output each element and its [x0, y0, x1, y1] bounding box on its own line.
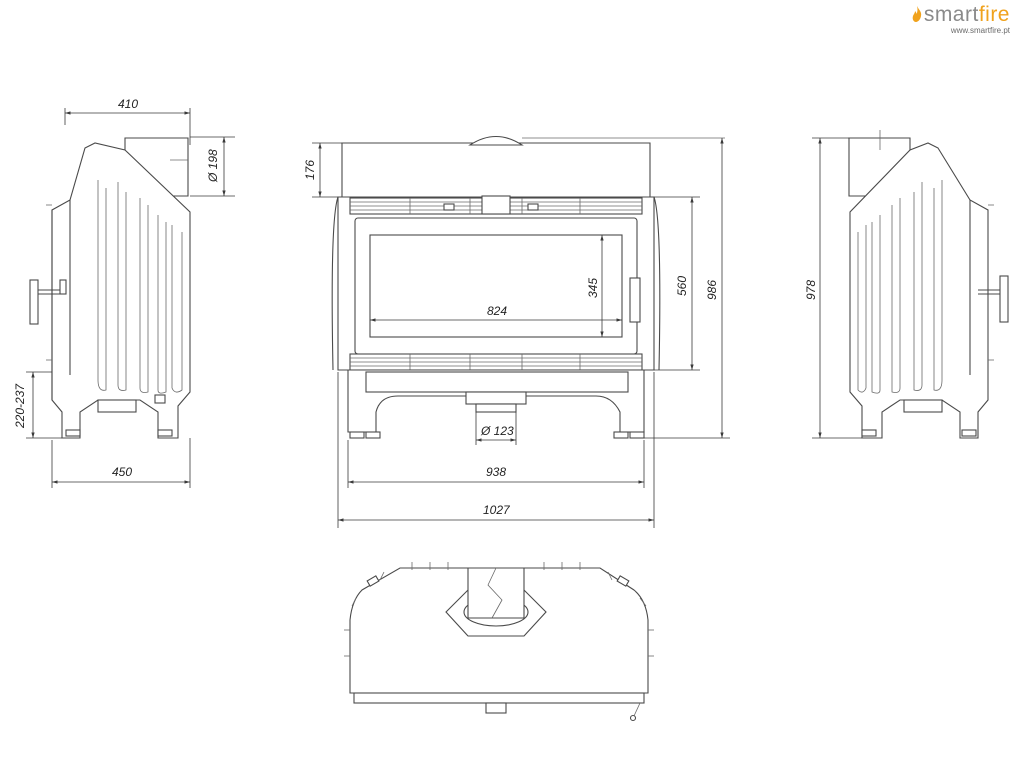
- dim-1027: 1027: [483, 503, 511, 517]
- air-inlet: [465, 391, 527, 405]
- front-view: [331, 135, 725, 439]
- top-view: [344, 562, 654, 722]
- handle-left: [29, 279, 39, 325]
- dim-560: 560: [675, 276, 689, 296]
- body-right: [849, 142, 989, 439]
- dim-flue-198: Ø 198: [206, 149, 220, 183]
- brand-url: www.smartfire.pt: [950, 26, 1010, 35]
- brand-name: smartfire: [912, 4, 1010, 26]
- brand-name-smart: smart: [923, 3, 979, 26]
- dim-345: 345: [586, 278, 600, 298]
- brand-name-fire: fire: [978, 3, 1010, 26]
- flue-collar: [468, 135, 524, 146]
- dimensions-front: 176 345 824 560 986 Ø 123 938 1027: [303, 138, 730, 528]
- brand-logo: smartfire www.smartfire.pt: [912, 4, 1010, 35]
- dim-176: 176: [303, 160, 317, 180]
- glass-inner: [369, 234, 623, 338]
- dim-978: 978: [804, 280, 818, 300]
- side-view-right: [848, 130, 1009, 439]
- air-inlet-top: [485, 702, 507, 714]
- dim-450: 450: [112, 465, 132, 479]
- flame-icon: [912, 6, 922, 22]
- handle-front: [629, 277, 641, 323]
- top-hood: [341, 142, 651, 198]
- dim-air-inlet-123: Ø 123: [480, 424, 514, 438]
- handle-right: [999, 275, 1009, 323]
- dim-986: 986: [705, 280, 719, 300]
- dim-824: 824: [487, 304, 507, 318]
- side-view-left: [29, 137, 191, 439]
- dim-220-237: 220-237: [13, 383, 27, 429]
- dim-938: 938: [486, 465, 506, 479]
- dim-410: 410: [118, 97, 138, 111]
- dimensions-side-right: 978: [804, 137, 862, 439]
- dimensions-side-left: 410 Ø 198 220-237 450: [13, 97, 235, 488]
